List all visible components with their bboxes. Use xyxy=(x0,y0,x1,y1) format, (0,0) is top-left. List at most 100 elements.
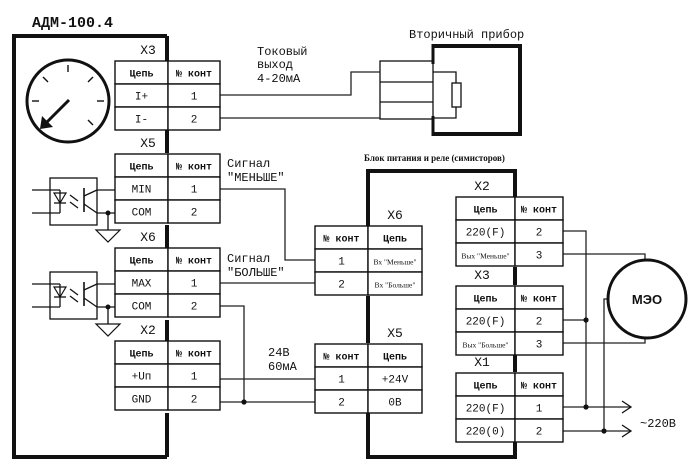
connector-name: X3 xyxy=(140,43,156,58)
cell-value: 220(F) xyxy=(466,317,506,329)
table-cell xyxy=(367,271,423,296)
signal-less-label-2: "МЕНЬШЕ" xyxy=(227,171,285,185)
gauge-icon xyxy=(25,58,111,144)
column-header: Цепь xyxy=(473,295,497,306)
arrow-right-icon xyxy=(621,400,633,414)
cell-value: 220(F) xyxy=(466,228,506,240)
cell-value: 220(0) xyxy=(466,427,506,439)
power-relay-block-label: Блок питания и реле (симисторов) xyxy=(364,153,505,163)
cell-value: 1 xyxy=(191,185,198,197)
cell-value: 2 xyxy=(536,228,543,240)
cell-value: 1 xyxy=(536,404,543,416)
column-header: № конт xyxy=(521,295,557,306)
cell-value: 2 xyxy=(536,427,543,439)
cell-value: I+ xyxy=(135,92,148,104)
cell-value: 2 xyxy=(191,208,198,220)
connector-name: X5 xyxy=(387,326,403,341)
secondary-device xyxy=(379,44,522,136)
cell-value: Вх "Больше" xyxy=(375,281,416,290)
motor-label: МЭО xyxy=(632,292,662,307)
ground-icon xyxy=(94,323,122,337)
current-output-label-1: Токовый xyxy=(257,45,307,59)
column-header: № конт xyxy=(521,206,557,217)
cell-value: I- xyxy=(135,115,148,127)
cell-value: 220(F) xyxy=(466,404,506,416)
column-header: Цепь xyxy=(383,235,407,246)
motor-meo: МЭО xyxy=(606,258,688,340)
table-cell xyxy=(167,199,221,224)
cell-value: MIN xyxy=(132,185,152,197)
signal-less-label-1: Сигнал xyxy=(227,157,270,171)
signal-more-label-1: Сигнал xyxy=(227,252,270,266)
optocoupler-icon-min xyxy=(32,177,122,243)
cell-value: 1 xyxy=(191,92,198,104)
column-header: Цепь xyxy=(129,70,153,81)
cell-value: COM xyxy=(132,208,152,220)
column-header: Цепь xyxy=(129,163,153,174)
column-header: Цепь xyxy=(129,257,153,268)
cell-value: +24V xyxy=(382,375,409,387)
table-cell xyxy=(514,242,564,267)
connector-name: X6 xyxy=(387,208,403,223)
arrow-right-icon xyxy=(621,424,633,438)
table-cell xyxy=(514,331,564,356)
connector-name: X5 xyxy=(140,136,156,151)
cell-value: 1 xyxy=(191,279,198,291)
column-header: № конт xyxy=(176,257,212,268)
current-output-label-3: 4-20мА xyxy=(257,72,301,86)
cell-value: 1 xyxy=(191,372,198,384)
cell-value: 0В xyxy=(388,398,402,410)
column-header: № конт xyxy=(323,353,359,364)
resistor-icon xyxy=(451,82,462,108)
cell-value: 3 xyxy=(536,251,543,263)
table-cell xyxy=(514,418,564,443)
table-cell xyxy=(167,106,221,131)
column-header: № конт xyxy=(521,382,557,393)
column-header: № конт xyxy=(176,163,212,174)
cell-value: MAX xyxy=(132,279,152,291)
connector-x5: X5 № конт Цепь 1 +24V 2 0В xyxy=(314,326,423,414)
connector-name: X2 xyxy=(474,179,490,194)
column-header: № конт xyxy=(323,235,359,246)
column-header: № конт xyxy=(176,70,212,81)
cell-value: 1 xyxy=(338,257,345,269)
cell-value: COM xyxy=(132,302,152,314)
power-relay-block-frame xyxy=(366,169,517,459)
cell-value: +Uп xyxy=(132,372,152,384)
table-cell xyxy=(367,389,423,414)
cell-value: 3 xyxy=(536,340,543,352)
secondary-device-label: Вторичный прибор xyxy=(409,28,524,42)
table-cell xyxy=(167,386,221,411)
current-output-label-2: выход xyxy=(257,58,293,72)
column-header: Цепь xyxy=(473,206,497,217)
column-header: Цепь xyxy=(473,382,497,393)
cell-value: GND xyxy=(132,395,152,407)
adm-device-frame xyxy=(12,34,167,459)
device-title: АДМ-100.4 xyxy=(32,15,113,32)
connector-name: X2 xyxy=(140,323,156,338)
cell-value: 2 xyxy=(191,115,198,127)
optocoupler-icon-max xyxy=(32,271,122,337)
mains-label: ~220В xyxy=(640,417,676,431)
cell-value: 1 xyxy=(338,375,345,387)
column-header: Цепь xyxy=(383,353,407,364)
power-label-2: 60мА xyxy=(268,360,298,374)
ground-icon xyxy=(94,229,122,243)
column-header: Цепь xyxy=(129,350,153,361)
connector-name: X3 xyxy=(474,268,490,283)
cell-value: 2 xyxy=(338,398,345,410)
cell-value: Вх "Меньше" xyxy=(373,258,416,267)
power-label-1: 24В xyxy=(268,346,290,360)
table-cell xyxy=(167,293,221,318)
cell-value: 2 xyxy=(536,317,543,329)
cell-value: Вых "Больше" xyxy=(462,341,508,350)
